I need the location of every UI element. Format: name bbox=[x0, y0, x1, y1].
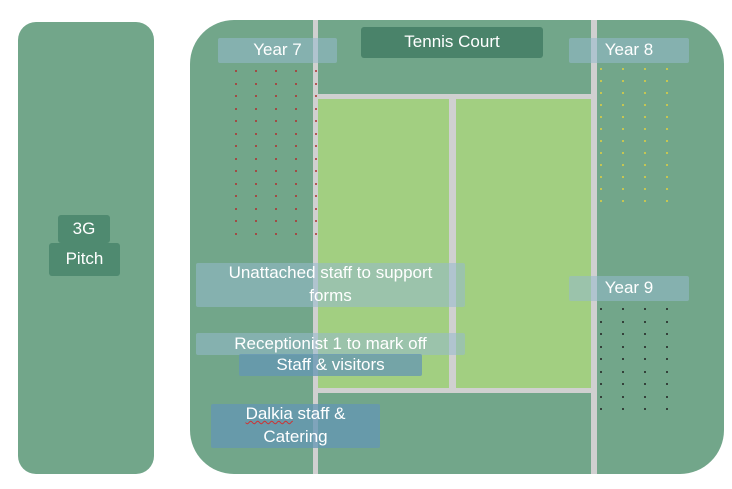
dalkia-catering-text: Dalkia staff & Catering bbox=[229, 403, 362, 449]
3g-label: 3G bbox=[58, 215, 110, 243]
staff-visitors-text: Staff & visitors bbox=[276, 354, 385, 374]
pitch-label: Pitch bbox=[49, 243, 120, 276]
receptionist-label: Receptionist 1 to mark off bbox=[196, 333, 465, 355]
dalkia-catering-label: Dalkia staff & Catering bbox=[211, 404, 380, 448]
year7-label: Year 7 bbox=[218, 38, 337, 63]
unattached-staff-text: Unattached staff to support forms bbox=[228, 263, 433, 305]
court-line-bottom bbox=[313, 388, 597, 393]
tennis-court-label-text: Tennis Court bbox=[404, 32, 500, 52]
receptionist-text: Receptionist 1 to mark off bbox=[234, 333, 427, 353]
year8-label-text: Year 8 bbox=[604, 40, 654, 60]
year7-label-text: Year 7 bbox=[253, 40, 302, 60]
dalkia-word: Dalkia bbox=[245, 404, 293, 424]
dalkia-rest: staff & Catering bbox=[263, 404, 346, 446]
tennis-court-label: Tennis Court bbox=[361, 27, 543, 58]
year9-label: Year 9 bbox=[569, 276, 689, 301]
staff-visitors-label: Staff & visitors bbox=[239, 354, 422, 376]
year8-label: Year 8 bbox=[569, 38, 689, 63]
court-line-right bbox=[591, 20, 597, 474]
court-line-top bbox=[313, 94, 597, 99]
pitch-label-text: Pitch bbox=[65, 249, 104, 269]
court-line-middle bbox=[449, 95, 456, 391]
unattached-staff-label: Unattached staff to support forms bbox=[196, 263, 465, 307]
year9-label-text: Year 9 bbox=[604, 278, 654, 298]
tennis-court-right bbox=[456, 98, 591, 388]
3g-label-text: 3G bbox=[72, 218, 96, 238]
court-line-left bbox=[313, 20, 318, 474]
